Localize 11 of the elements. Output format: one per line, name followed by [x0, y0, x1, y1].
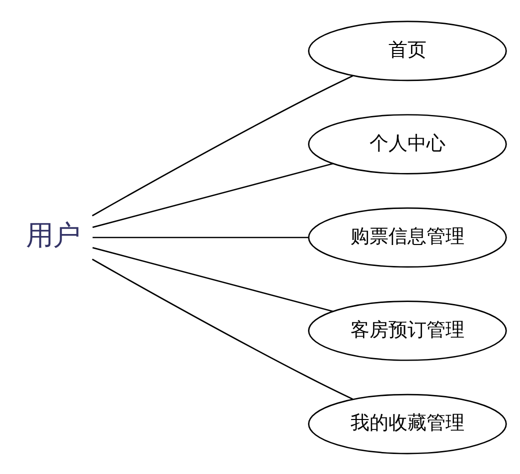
node-ellipse: 我的收藏管理 [308, 393, 507, 454]
connector [92, 74, 354, 216]
node-ellipse: 购票信息管理 [308, 206, 507, 268]
node-ellipse: 个人中心 [308, 114, 507, 174]
node-ellipse: 客房预订管理 [308, 300, 507, 360]
connector [92, 162, 334, 228]
connector [92, 236, 308, 238]
node-ellipse: 首页 [308, 20, 507, 81]
connector [92, 246, 334, 312]
node-text: 用户 [26, 220, 80, 251]
connector [92, 258, 354, 400]
